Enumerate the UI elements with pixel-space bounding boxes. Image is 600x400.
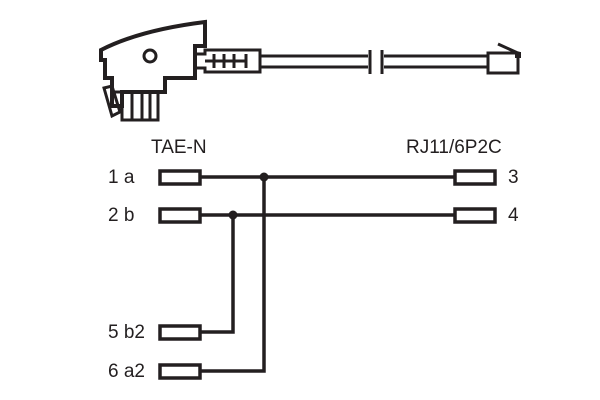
pin-box-5b2 — [158, 324, 202, 341]
pin-label-3: 3 — [508, 167, 519, 188]
wire-5b2-2b — [200, 215, 235, 334]
rj11-plug-icon — [486, 42, 521, 75]
pin-label-6a2: 6 a2 — [108, 361, 145, 382]
junction-dot — [228, 210, 238, 220]
wire-6a2-1a — [200, 177, 266, 373]
junction-dot — [259, 172, 269, 182]
pin-box-6a2 — [158, 363, 202, 380]
tae-plug-icon — [99, 19, 262, 122]
pin-box-2b — [158, 207, 202, 224]
pin-label-4: 4 — [508, 205, 519, 226]
pin-box-3 — [453, 169, 497, 186]
pin-box-4 — [453, 207, 497, 224]
header-rj11: RJ11/6P2C — [406, 137, 502, 158]
pin-box-1a — [158, 169, 202, 186]
pin-label-1a: 1 a — [108, 167, 135, 188]
header-tae-n: TAE-N — [151, 137, 207, 158]
cable — [260, 50, 488, 74]
pin-label-5b2: 5 b2 — [108, 322, 145, 343]
pin-label-2b: 2 b — [108, 205, 135, 226]
